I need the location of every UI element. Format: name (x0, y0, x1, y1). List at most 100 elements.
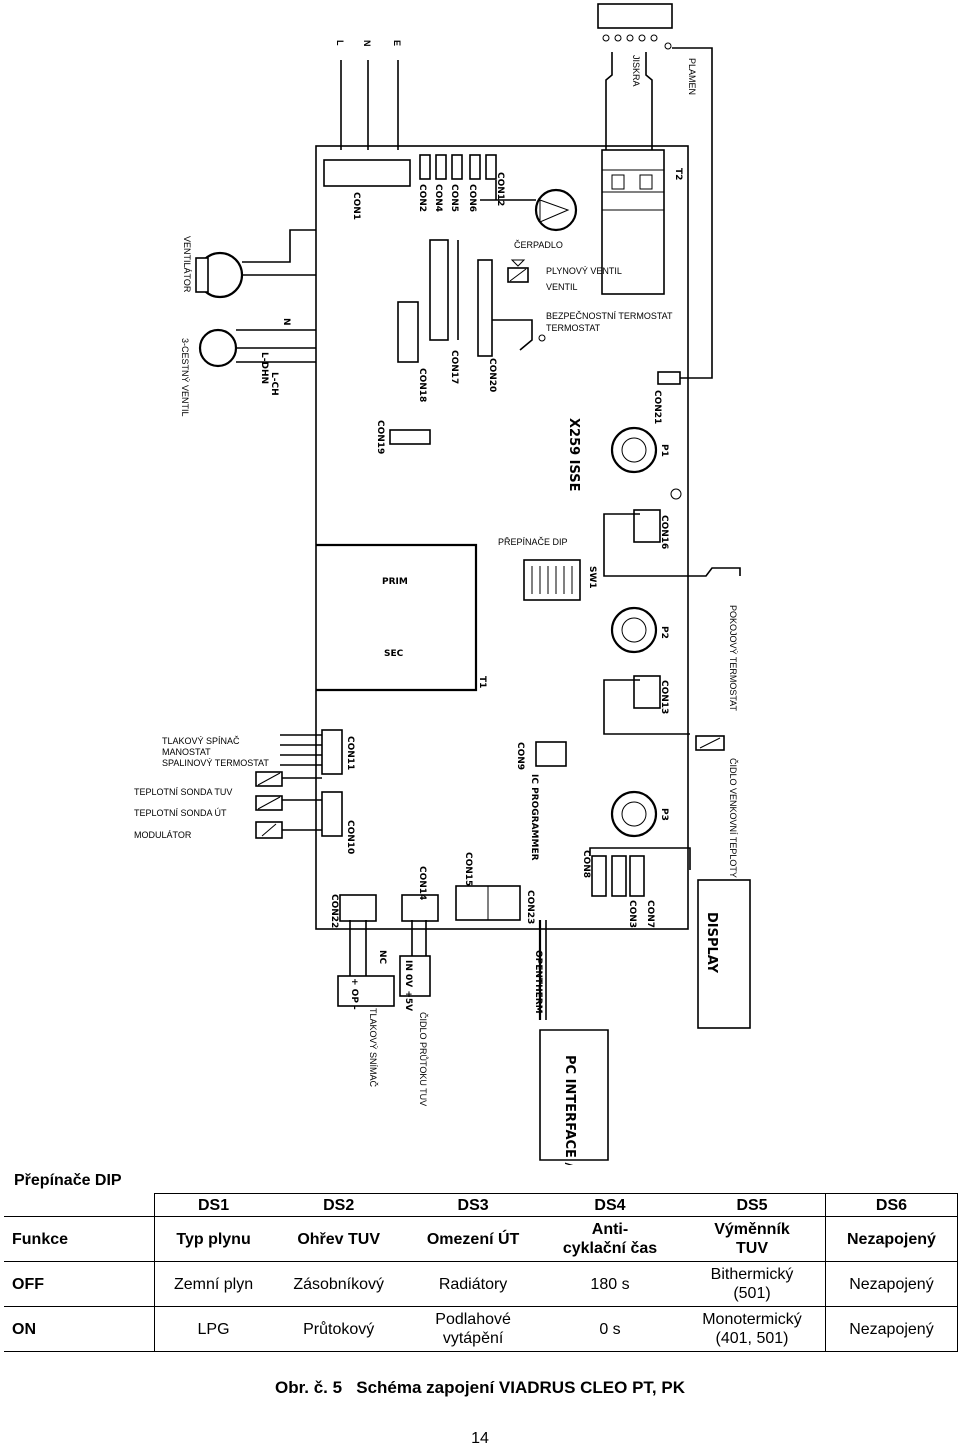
svg-text:CON2: CON2 (417, 184, 427, 212)
pc-interface: OPENTHERM PC INTERFACE /CASCADE INTERFAC… (533, 950, 609, 1165)
svg-text:L-DHN: L-DHN (259, 352, 269, 384)
dip-header-row: DS1 DS2 DS3 DS4 DS5 DS6 (4, 1193, 959, 1217)
dip-cell: Nezapojený (824, 1216, 959, 1262)
dip-header-ds5: DS5 (679, 1193, 826, 1217)
dip-cell: Podlahové vytápění (405, 1306, 541, 1352)
dip-cell: Monotermický (401, 501) (679, 1306, 826, 1352)
flow-sensor: IN 0V +5V ČIDLO PRŮTOKU TUV (399, 955, 431, 1106)
transformer-t2: T2 (601, 149, 683, 295)
wiring-schematic: L N E CON1 CON2 CON4 CON5 CON6 CON12 JIS… (134, 3, 751, 1165)
con1-label: CON1 (351, 192, 361, 220)
svg-text:CON6: CON6 (467, 184, 477, 212)
valve-connectors: CON17 CON20 CON18 N L-DHN L-CH (259, 239, 497, 402)
svg-text:MANOSTAT: MANOSTAT (162, 747, 211, 757)
svg-text:MODULÁTOR: MODULÁTOR (134, 830, 192, 840)
board-id: X259 ISSE (566, 418, 581, 492)
dip-cell: Nezapojený (824, 1306, 959, 1352)
svg-text:P3: P3 (659, 808, 669, 821)
svg-text:CON18: CON18 (417, 368, 427, 402)
svg-text:T1: T1 (477, 676, 487, 688)
caption-prefix: Obr. č. 5 (274, 1378, 343, 1397)
pot-p3: P3 (610, 790, 669, 838)
dip-cell: Výměnník TUV (679, 1216, 826, 1262)
svg-text:NC: NC (377, 950, 387, 965)
svg-text:CON8: CON8 (581, 850, 591, 878)
svg-text:SW1: SW1 (587, 566, 597, 589)
svg-text:3-CESTNÝ VENTIL: 3-CESTNÝ VENTIL (180, 338, 190, 417)
svg-text:PLYNOVÝ VENTIL: PLYNOVÝ VENTIL (546, 266, 622, 276)
dip-cell: Zemní plyn (154, 1261, 273, 1307)
svg-text:CON23: CON23 (525, 890, 535, 924)
dip-cell: 0 s (540, 1306, 680, 1352)
svg-text:CON21: CON21 (652, 390, 662, 424)
con16-room-thermostat: CON16 POKOJOVÝ TERMOSTAT (603, 509, 741, 712)
svg-text:CON10: CON10 (345, 820, 355, 854)
mains-label-e: E (392, 40, 402, 46)
dip-row-label: Funkce (4, 1216, 155, 1262)
svg-text:+ OP -: + OP - (349, 978, 359, 1010)
svg-text:N: N (281, 318, 291, 326)
svg-text:PŘEPÍNAČE DIP: PŘEPÍNAČE DIP (498, 537, 568, 547)
dip-cell: Anti- cyklační čas (540, 1216, 680, 1262)
dip-cell: Průtokový (272, 1306, 406, 1352)
svg-text:CON19: CON19 (375, 420, 385, 454)
caption-text: Schéma zapojení VIADRUS CLEO PT, PK (356, 1378, 685, 1397)
dip-cell: Omezení ÚT (405, 1216, 541, 1262)
svg-text:IC PROGRAMMER: IC PROGRAMMER (529, 774, 539, 861)
figure-caption: Obr. č. 5 Schéma zapojení VIADRUS CLEO P… (0, 1378, 960, 1398)
plamen-label: PLAMEN (687, 58, 697, 95)
svg-text:POKOJOVÝ TERMOSTAT: POKOJOVÝ TERMOSTAT (728, 605, 738, 712)
outdoor-sensor: ČIDLO VENKOVNÍ TEPLOTY (695, 735, 738, 878)
pump-cerpadlo: ČERPADLO (480, 180, 578, 250)
dip-cell: Radiátory (405, 1261, 541, 1307)
svg-text:ČERPADLO: ČERPADLO (514, 240, 563, 250)
dip-row-label: ON (4, 1306, 155, 1352)
dip-header-corner (4, 1194, 155, 1217)
svg-text:CON13: CON13 (659, 680, 669, 714)
dip-cell: Typ plynu (154, 1216, 273, 1262)
display-module: DISPLAY (697, 879, 751, 1029)
top-connectors: CON2 CON4 CON5 CON6 CON12 (417, 154, 505, 212)
svg-text:PRIM: PRIM (382, 577, 408, 587)
svg-text:TEPLOTNÍ SONDA TUV: TEPLOTNÍ SONDA TUV (134, 787, 232, 797)
three-way-valve: 3-CESTNÝ VENTIL (180, 328, 316, 417)
mains-wires: L N E (335, 40, 402, 150)
dip-cell: LPG (154, 1306, 273, 1352)
svg-text:DISPLAY: DISPLAY (704, 912, 719, 974)
dip-cell: 180 s (540, 1261, 680, 1307)
bottom-connectors: CON22 CON14 CON15 CON23 (329, 852, 547, 1020)
svg-text:VENTIL: VENTIL (546, 282, 578, 292)
dip-switch-sw1: SW1 PŘEPÍNAČE DIP (498, 537, 597, 601)
dip-header-ds2: DS2 (272, 1193, 406, 1217)
svg-text:IN 0V +5V: IN 0V +5V (403, 960, 413, 1011)
svg-text:CON14: CON14 (417, 866, 427, 900)
svg-text:CON15: CON15 (463, 852, 473, 886)
svg-text:SPALINOVÝ TERMOSTAT: SPALINOVÝ TERMOSTAT (162, 758, 269, 768)
ignition-unit: JISKRA PLAMEN (597, 3, 713, 379)
ic-programmer: CON9 IC PROGRAMMER (515, 741, 567, 861)
dip-cell: Zásobníkový (272, 1261, 406, 1307)
gas-valve: PLYNOVÝ VENTIL VENTIL (507, 259, 622, 292)
svg-text:TEPLOTNÍ SONDA ÚT: TEPLOTNÍ SONDA ÚT (134, 808, 227, 818)
svg-text:L-CH: L-CH (269, 372, 279, 396)
svg-text:VENTILÁTOR: VENTILÁTOR (182, 236, 192, 293)
svg-text:SEC: SEC (384, 649, 404, 659)
dip-header-ds1: DS1 (154, 1193, 273, 1217)
mains-label-l: L (335, 40, 345, 46)
dip-header-ds3: DS3 (405, 1193, 541, 1217)
svg-text:CON16: CON16 (659, 515, 669, 549)
svg-text:CON20: CON20 (487, 358, 497, 392)
svg-text:CON12: CON12 (495, 172, 505, 206)
svg-text:TLAKOVÝ SPÍNAČ: TLAKOVÝ SPÍNAČ (162, 736, 240, 746)
fan-ventilator: VENTILÁTOR (182, 229, 316, 299)
dip-table-title: Přepínače DIP (14, 1172, 122, 1189)
svg-text:TLAKOVÝ SNÍMAČ: TLAKOVÝ SNÍMAČ (368, 1008, 378, 1088)
svg-text:CON7: CON7 (645, 900, 655, 928)
svg-text:CON4: CON4 (433, 184, 443, 212)
svg-text:ČIDLO PRŮTOKU TUV: ČIDLO PRŮTOKU TUV (418, 1012, 429, 1106)
svg-text:BEZPEČNOSTNÍ TERMOSTAT: BEZPEČNOSTNÍ TERMOSTAT (546, 311, 673, 321)
dip-cell: Bithermický (501) (679, 1261, 826, 1307)
